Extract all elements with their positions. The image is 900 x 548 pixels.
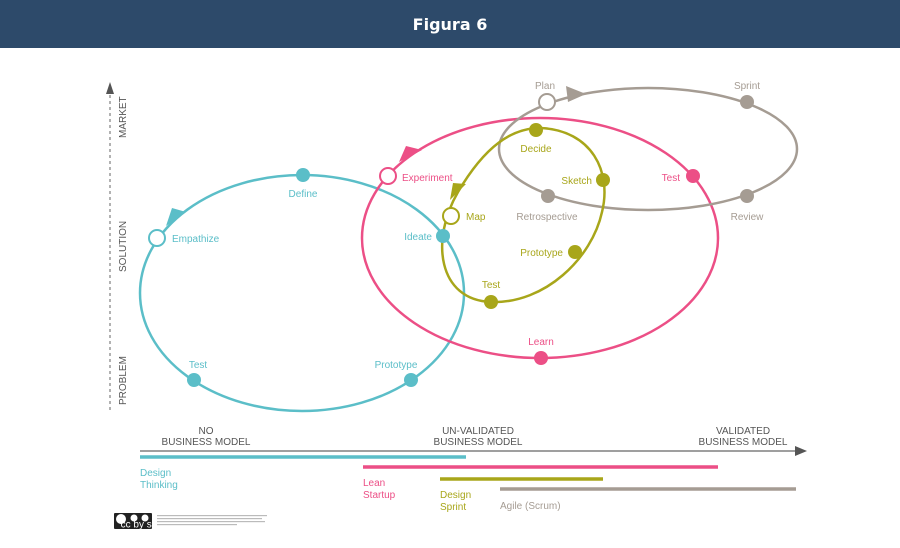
svg-text:Learn: Learn [528,337,554,348]
x-label-unvalidated-1: UN-VALIDATED [442,426,514,437]
node-map: Map [442,207,486,225]
agile-loop [497,86,799,212]
x-label-validated-2: BUSINESS MODEL [699,437,788,448]
node-retrospective: Retrospective [516,189,578,223]
svg-text:Sketch: Sketch [561,176,592,187]
design-thinking-arrow-icon [166,208,186,226]
lean-startup-arrow-icon [399,146,422,162]
svg-text:Sprint: Sprint [734,81,760,92]
x-label-validated-1: VALIDATED [716,426,770,437]
svg-text:Prototype: Prototype [375,360,418,371]
svg-text:Map: Map [466,212,486,223]
x-label-no-1: NO [199,426,214,437]
agile-arrow-icon [566,86,586,102]
legend-design-thinking-1: Design [140,468,171,479]
node-ds-prototype: Prototype [520,245,582,259]
svg-text:Decide: Decide [520,144,552,155]
legend-lean-startup-1: Lean [363,478,385,489]
node-experiment: Experiment [379,167,453,185]
legend-design-sprint-1: Design [440,490,471,501]
x-axis-arrow-icon [795,446,807,456]
svg-text:Test: Test [482,280,501,291]
legend-design-sprint-2: Sprint [440,502,466,513]
node-review: Review [731,189,765,223]
cc-license-badge: cc by sa [114,513,267,531]
svg-text:Test: Test [662,173,681,184]
legend-agile: Agile (Scrum) [500,501,561,512]
node-lean-test: Test [662,169,700,184]
x-label-unvalidated-2: BUSINESS MODEL [434,437,523,448]
node-define: Define [289,168,318,200]
node-empathize: Empathize [148,229,220,247]
svg-text:Plan: Plan [535,81,555,92]
figure-title: Figura 6 [0,0,900,48]
node-decide: Decide [520,123,552,155]
svg-text:Ideate: Ideate [404,232,432,243]
node-ds-test: Test [482,280,501,309]
node-ideate: Ideate [404,229,450,243]
svg-text:Define: Define [289,189,318,200]
svg-text:Test: Test [189,360,208,371]
svg-text:Experiment: Experiment [402,173,453,184]
y-label-problem: PROBLEM [118,356,129,405]
node-dt-test: Test [187,360,207,387]
svg-text:Retrospective: Retrospective [516,212,578,223]
legend-design-thinking-2: Thinking [140,480,178,491]
y-axis-arrow-icon [106,82,114,94]
node-sketch: Sketch [561,173,610,187]
node-plan: Plan [535,81,556,111]
y-label-market: MARKET [118,96,129,138]
legend-lean-startup-2: Startup [363,490,396,501]
svg-text:Empathize: Empathize [172,234,220,245]
cc-license-badge-text: cc by sa [121,520,158,531]
node-learn: Learn [528,337,554,365]
svg-text:Review: Review [731,212,765,223]
y-label-solution: SOLUTION [118,221,129,272]
x-label-no-2: BUSINESS MODEL [162,437,251,448]
node-sprint: Sprint [734,81,760,109]
design-sprint-arrow-icon [450,183,466,200]
svg-text:Prototype: Prototype [520,248,563,259]
node-dt-prototype: Prototype [375,360,418,387]
